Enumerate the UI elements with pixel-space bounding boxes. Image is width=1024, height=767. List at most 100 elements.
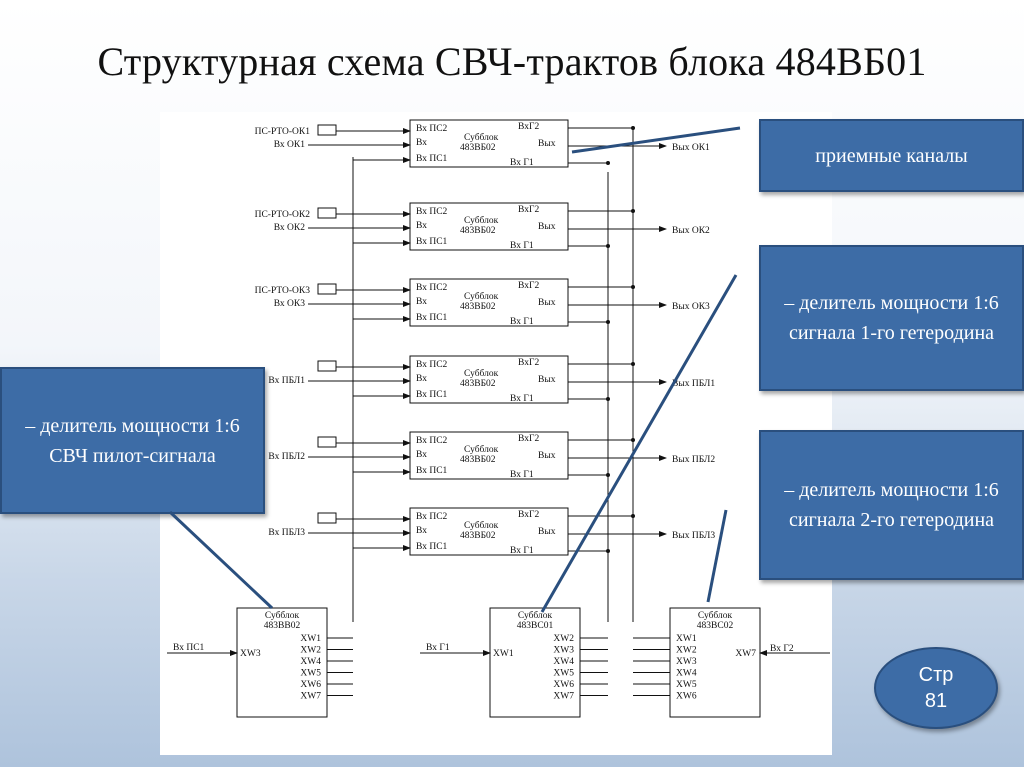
divider-output-port: XW4 <box>300 657 321 667</box>
port-ps2: Вх ПС2 <box>416 207 448 217</box>
input-label: Вх ПБЛ1 <box>268 376 305 386</box>
pilot-connector <box>317 360 337 372</box>
output-label: Вых ОК3 <box>672 302 710 312</box>
port-ps1: Вх ПС1 <box>416 390 448 400</box>
port-ps2: Вх ПС2 <box>416 360 448 370</box>
port-input: Вх <box>416 297 427 307</box>
port-output: Вых <box>538 298 556 308</box>
divider-output-port: XW6 <box>676 692 697 702</box>
port-output: Вых <box>538 139 556 149</box>
junction-dot <box>606 161 610 165</box>
divider-output-port: XW1 <box>676 634 697 644</box>
divider-input-label: Вх ПС1 <box>173 643 205 653</box>
divider-output-port: XW5 <box>676 680 697 690</box>
divider-name: Субблок <box>698 610 733 621</box>
divider-box <box>236 607 328 718</box>
pilot-connector <box>317 512 337 524</box>
page-number-badge: Стр 81 <box>874 647 998 729</box>
port-g1: Вх Г1 <box>510 317 534 327</box>
subblock-name: Субблок <box>464 132 499 143</box>
output-label: Вых ОК1 <box>672 143 710 153</box>
port-g1: Вх Г1 <box>510 158 534 168</box>
subblock-model: 483ВБ02 <box>460 531 496 541</box>
divider-input-label: Вх Г1 <box>426 643 450 653</box>
divider-output-port: XW3 <box>553 646 574 656</box>
divider-box <box>669 607 761 718</box>
port-output: Вых <box>538 375 556 385</box>
lo2-divider-callout: – делитель мощности 1:6 сигнала 2-го гет… <box>759 430 1024 580</box>
port-output: Вых <box>538 527 556 537</box>
output-label: Вых ПБЛ2 <box>672 455 715 465</box>
divider-model: 483ВС01 <box>517 621 554 631</box>
subblock-name: Субблок <box>464 215 499 226</box>
port-g1: Вх Г1 <box>510 470 534 480</box>
divider-name: Субблок <box>265 610 300 621</box>
pilot-connector <box>317 124 337 136</box>
subblock-model: 483ВБ02 <box>460 143 496 153</box>
lo1-divider-callout: – делитель мощности 1:6 сигнала 1-го гет… <box>759 245 1024 391</box>
divider-output-port: XW2 <box>676 646 697 656</box>
divider-output-port: XW2 <box>300 646 321 656</box>
port-ps1: Вх ПС1 <box>416 313 448 323</box>
port-g2: ВхГ2 <box>518 358 539 368</box>
pilot-input-label: ПС-РТО-ОК3 <box>255 286 311 296</box>
input-label: Вх ОК3 <box>274 299 306 309</box>
subblock-name: Субблок <box>464 291 499 302</box>
output-label: Вых ПБЛ3 <box>672 531 715 541</box>
slide-title: Структурная схема СВЧ-трактов блока 484В… <box>97 39 927 84</box>
divider-output-port: XW4 <box>553 657 574 667</box>
port-ps1: Вх ПС1 <box>416 542 448 552</box>
divider-port-in: XW1 <box>493 649 514 659</box>
divider-output-port: XW4 <box>676 669 697 679</box>
subblock-name: Субблок <box>464 520 499 531</box>
output-label: Вых ПБЛ1 <box>672 379 715 389</box>
port-g1: Вх Г1 <box>510 394 534 404</box>
page-label: Стр <box>918 664 954 686</box>
divider-output-port: XW7 <box>553 692 574 702</box>
subblock-483vb02-2 <box>409 202 569 251</box>
divider-output-port: XW1 <box>300 634 321 644</box>
subblock-model: 483ВБ02 <box>460 455 496 465</box>
pilot-connector <box>317 207 337 219</box>
port-ps1: Вх ПС1 <box>416 237 448 247</box>
port-g2: ВхГ2 <box>518 281 539 291</box>
port-g1: Вх Г1 <box>510 546 534 556</box>
port-g2: ВхГ2 <box>518 205 539 215</box>
divider-output-port: XW5 <box>553 669 574 679</box>
divider-output-port: XW3 <box>676 657 697 667</box>
port-ps2: Вх ПС2 <box>416 124 448 134</box>
subblock-483vb02-1 <box>409 119 569 168</box>
pilot-connector <box>317 283 337 295</box>
pilot-input-label: ПС-РТО-ОК1 <box>255 127 311 137</box>
subblock-model: 483ВБ02 <box>460 302 496 312</box>
divider-port-in: XW7 <box>735 649 756 659</box>
divider-output-port: XW2 <box>553 634 574 644</box>
divider-output-port: XW5 <box>300 669 321 679</box>
subblock-name: Субблок <box>464 368 499 379</box>
subblock-name: Субблок <box>464 444 499 455</box>
input-label: Вх ОК2 <box>274 223 306 233</box>
port-input: Вх <box>416 450 427 460</box>
input-label: Вх ПБЛ2 <box>268 452 305 462</box>
pilot-input-label: ПС-РТО-ОК2 <box>255 210 311 220</box>
input-label: Вх ОК1 <box>274 140 306 150</box>
receive-channels-callout: приемные каналы <box>759 119 1024 192</box>
subblock-model: 483ВБ02 <box>460 379 496 389</box>
port-input: Вх <box>416 221 427 231</box>
port-g2: ВхГ2 <box>518 434 539 444</box>
divider-port-in: XW3 <box>240 649 261 659</box>
divider-box <box>489 607 581 718</box>
port-g2: ВхГ2 <box>518 510 539 520</box>
port-ps2: Вх ПС2 <box>416 283 448 293</box>
port-ps1: Вх ПС1 <box>416 466 448 476</box>
divider-output-port: XW6 <box>300 680 321 690</box>
